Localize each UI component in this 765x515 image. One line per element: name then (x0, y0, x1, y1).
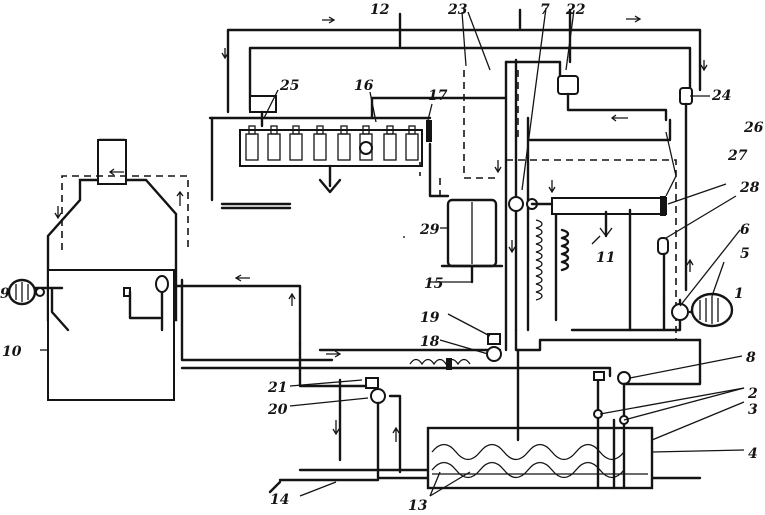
label-14: 14 (270, 492, 289, 508)
label-23: 23 (447, 2, 468, 18)
fuel-tank (268, 348, 654, 494)
label-25: 25 (279, 78, 299, 94)
label-26: 26 (743, 120, 764, 136)
label-29: 29 (419, 222, 440, 238)
label-15: 15 (424, 276, 443, 292)
label-20: 20 (267, 402, 288, 418)
label-5: 5 (740, 246, 750, 262)
label-7: 7 (540, 2, 550, 18)
pressure-valve (557, 75, 694, 292)
label-8: 8 (746, 350, 756, 366)
central-distribution (494, 58, 570, 352)
label-6: 6 (740, 222, 750, 238)
label-19: 19 (420, 310, 440, 326)
fuel-filter (426, 70, 504, 284)
label-28: 28 (739, 180, 760, 196)
boiler-heater (28, 138, 334, 401)
label-4: 4 (748, 446, 758, 462)
label-13: 13 (408, 498, 428, 514)
label-21: 21 (267, 380, 287, 396)
control-panel (419, 118, 682, 340)
label-11: 11 (596, 250, 615, 266)
label-16: 16 (354, 78, 374, 94)
label-12: 12 (370, 2, 390, 18)
label-22: 22 (565, 2, 586, 18)
leader-lines (40, 7, 745, 497)
injection-pump-block (208, 95, 508, 210)
label-18: 18 (420, 334, 440, 350)
booster-pump (657, 237, 734, 332)
label-17: 17 (428, 88, 448, 104)
label-1: 1 (734, 286, 744, 302)
label-10: 10 (2, 344, 22, 360)
label-2: 2 (747, 386, 758, 402)
label-24: 24 (711, 88, 731, 104)
top-supply-line (221, 8, 708, 114)
label-27: 27 (727, 148, 748, 164)
label-3: 3 (748, 402, 758, 418)
label-9: 9 (0, 286, 10, 302)
feed-pump (7, 278, 45, 306)
